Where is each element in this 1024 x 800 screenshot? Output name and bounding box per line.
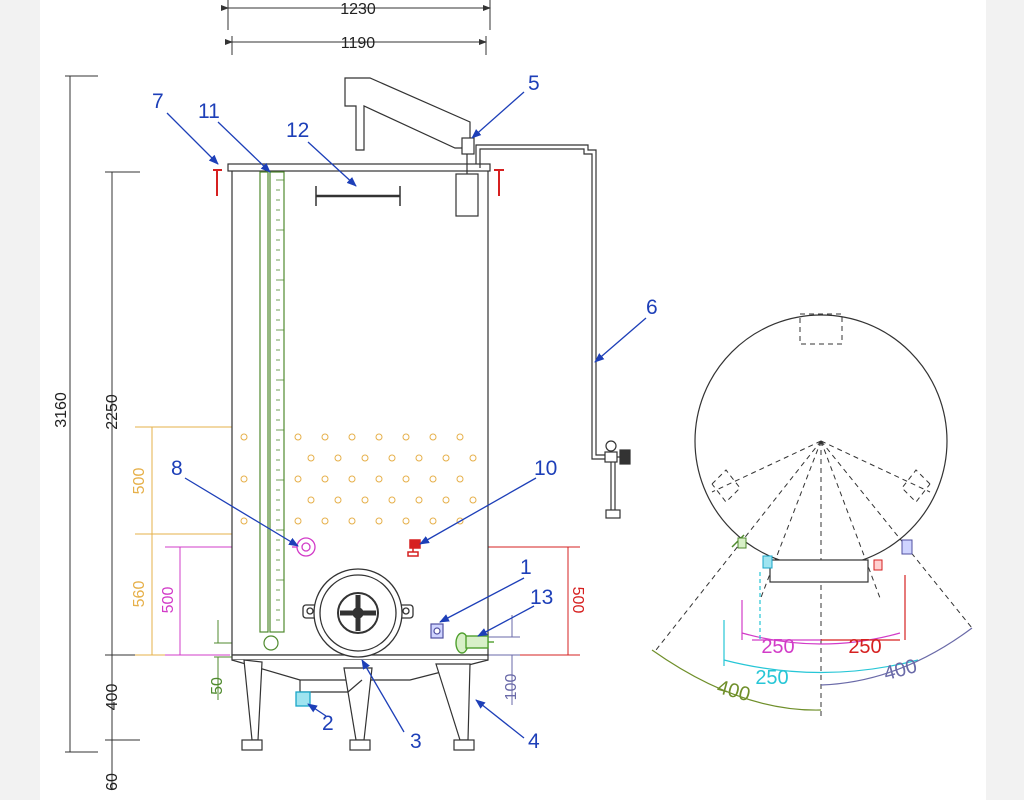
jacket-dot [388, 496, 396, 504]
jacket-dot [429, 517, 437, 525]
jacket-dot [415, 454, 423, 462]
jacket-dot [321, 433, 329, 441]
top-dimensions [221, 0, 491, 55]
jacket-dot [240, 517, 248, 525]
dim-width-inner: 1190 [341, 35, 376, 52]
dim-height-body: 2250 [104, 394, 121, 430]
dim-height-total: 3160 [53, 392, 70, 428]
level-gauge-scale [276, 179, 284, 621]
dim-outlet-offset: 100 [503, 674, 520, 701]
jacket-dot [294, 475, 302, 483]
callout-leaders [166, 91, 647, 739]
thermometer-icon [292, 537, 316, 557]
jacket-dot [294, 433, 302, 441]
sampling-arm [344, 77, 479, 217]
jacket-dot [348, 433, 356, 441]
fitting-1 [430, 623, 444, 639]
callout-3: 3 [410, 730, 422, 753]
jacket-dot [348, 517, 356, 525]
left-dimensions [65, 75, 230, 790]
cooling-jacket-dots [240, 433, 477, 525]
jacket-dot [415, 496, 423, 504]
jacket-dot [240, 475, 248, 483]
jacket-dot [456, 475, 464, 483]
jacket-dot [361, 454, 369, 462]
jacket-dot [321, 475, 329, 483]
dim-jacket-offset: 560 [131, 581, 148, 608]
jacket-dot [348, 475, 356, 483]
jacket-dot [429, 433, 437, 441]
jacket-dot [307, 496, 315, 504]
callout-12: 12 [286, 119, 309, 142]
jacket-dot [442, 454, 450, 462]
jacket-dot [361, 496, 369, 504]
jacket-dot [469, 496, 477, 504]
fitting-13 [455, 632, 494, 654]
jacket-dot [321, 517, 329, 525]
jacket-dot [469, 454, 477, 462]
dim-jacket-height: 500 [131, 468, 148, 495]
jacket-dot [402, 517, 410, 525]
plan-dim-red: 250 [848, 636, 881, 658]
outlet-dimension [488, 615, 520, 705]
jacket-dot [240, 433, 248, 441]
top-fitting [315, 186, 401, 206]
callout-6: 6 [646, 296, 658, 319]
callout-1: 1 [520, 556, 532, 579]
jacket-dot [375, 433, 383, 441]
tank-legs [231, 659, 489, 751]
dim-height-feet: 60 [104, 773, 121, 791]
dim-height-legs: 400 [104, 684, 121, 711]
dim-width-outer: 1230 [340, 1, 376, 18]
callout-7: 7 [152, 90, 164, 113]
jacket-dot [442, 496, 450, 504]
jacket-dot [307, 454, 315, 462]
callout-4: 4 [528, 730, 540, 753]
dim-drain-offset: 50 [209, 677, 226, 695]
dim-valve-spacing: 500 [160, 587, 177, 614]
plan-dim-magenta: 250 [761, 636, 794, 658]
drain-valve [295, 691, 311, 707]
valve-icon [407, 539, 421, 557]
jacket-dot [375, 517, 383, 525]
level-gauge [259, 171, 285, 651]
callout-2: 2 [322, 712, 334, 735]
jacket-dot [402, 433, 410, 441]
plan-dim-cyan: 250 [755, 667, 788, 689]
jacket-dot [375, 475, 383, 483]
jacket-dot [456, 433, 464, 441]
jacket-dot [402, 475, 410, 483]
pipe [475, 144, 631, 519]
callout-5: 5 [528, 72, 540, 95]
callout-8: 8 [171, 457, 183, 480]
dim-valve-spacing-right: 500 [569, 587, 586, 614]
manway-hatch-icon [302, 568, 414, 658]
jacket-dot [388, 454, 396, 462]
callout-11: 11 [198, 100, 220, 123]
callout-10: 10 [534, 457, 557, 480]
jacket-dot [294, 517, 302, 525]
jacket-dot [334, 496, 342, 504]
jacket-dot [429, 475, 437, 483]
callout-13: 13 [530, 586, 553, 609]
jacket-dot [456, 517, 464, 525]
jacket-dot [334, 454, 342, 462]
